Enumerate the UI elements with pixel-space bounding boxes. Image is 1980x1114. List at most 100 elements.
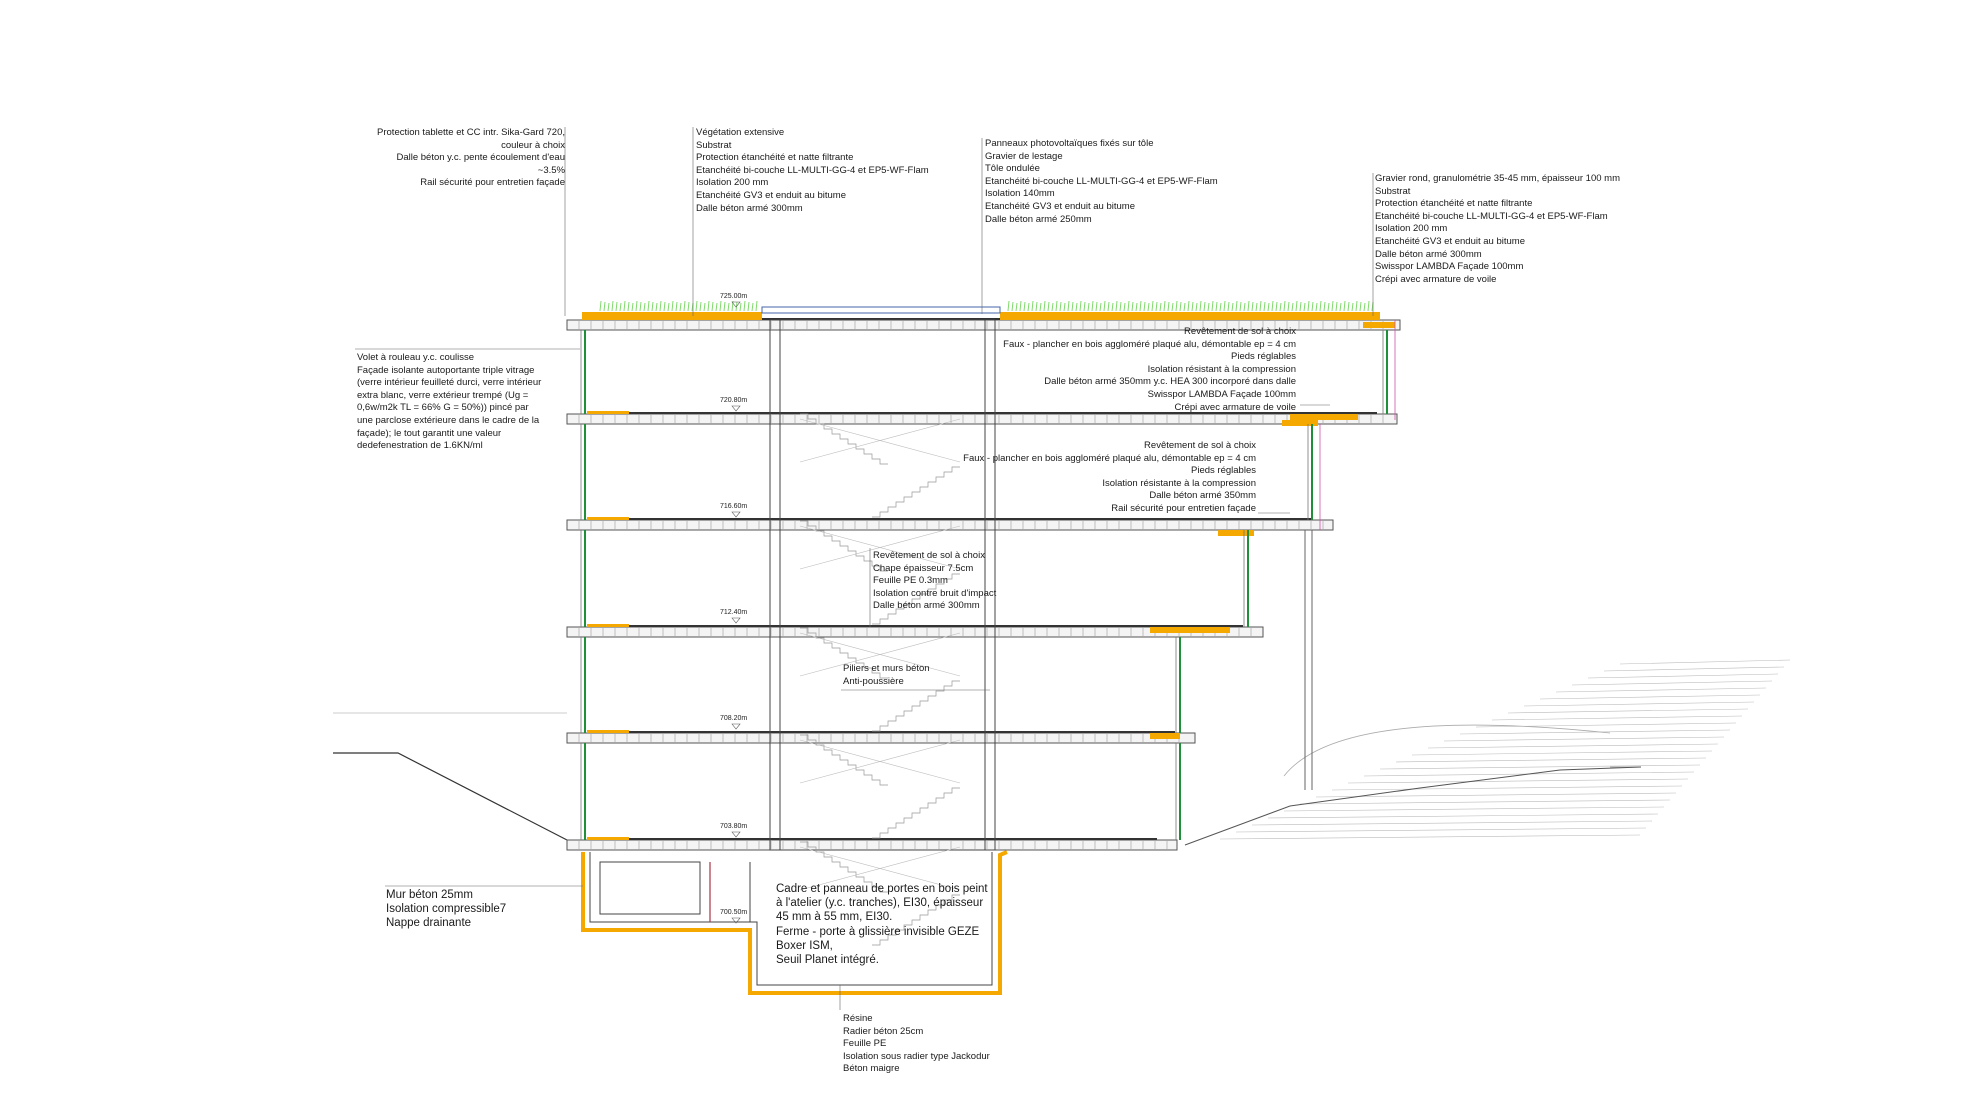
note-line: Etanchéité GV3 et enduit au bitume	[985, 200, 1135, 212]
note-line: Nappe drainante	[386, 917, 472, 930]
note-line: Isolation sous radier type Jackodur	[843, 1050, 990, 1062]
terrain-hatch	[1283, 806, 1665, 812]
vegetation-blade	[695, 300, 698, 312]
vegetation-blade	[1079, 300, 1082, 312]
vegetation-blade	[1271, 300, 1274, 312]
vegetation-blade	[1287, 301, 1290, 312]
insulation-strip	[587, 517, 629, 520]
vegetation-blade	[1351, 302, 1354, 312]
vegetation-blade	[607, 302, 610, 312]
vegetation-blade	[1027, 302, 1030, 312]
terrain-hatch	[1379, 764, 1701, 770]
vegetation-blade	[1119, 301, 1122, 312]
stair-flight	[800, 413, 888, 465]
terrain-hatch	[1299, 799, 1671, 805]
note-line: Seuil Planet intégré.	[776, 954, 879, 967]
vegetation-blade	[687, 301, 690, 312]
vegetation-blade	[1327, 302, 1330, 312]
edge-insulation	[1218, 530, 1254, 536]
vegetation-blade	[1007, 300, 1010, 312]
basement-insulation	[581, 850, 1008, 995]
slab-720	[566, 413, 1398, 425]
vegetation-blade	[647, 300, 650, 312]
terrain-hatch	[1251, 820, 1653, 826]
level-marker-icon	[731, 301, 741, 308]
terrain-hatch	[1395, 757, 1707, 763]
vegetation-blade	[1215, 301, 1218, 312]
level-label: 700.50m	[720, 909, 747, 916]
vegetation-blade	[1147, 302, 1150, 312]
terrain-hatch	[1427, 743, 1719, 749]
stair-flight	[872, 894, 960, 946]
vegetation-blade	[1247, 300, 1250, 312]
note-line: Etanchéité bi-couche LL-MULTI-GG-4 et EP…	[1375, 210, 1608, 222]
vegetation-blade	[611, 300, 614, 312]
vegetation-blade	[743, 300, 746, 312]
note-line: extra blanc, verre extérieur trempé (Ug …	[357, 389, 529, 401]
vegetation-blade	[1335, 301, 1338, 312]
vegetation-blade	[703, 302, 706, 312]
vegetation-blade	[1067, 300, 1070, 312]
note-line: Etanchéité bi-couche LL-MULTI-GG-4 et EP…	[985, 175, 1218, 187]
vegetation-blade	[727, 302, 730, 312]
vegetation-blade	[755, 300, 758, 312]
vegetation-blade	[723, 301, 726, 312]
vegetation-blade	[1323, 301, 1326, 312]
vegetation-blade	[679, 302, 682, 312]
basement-wall	[589, 852, 993, 986]
level-marker-icon	[731, 831, 741, 838]
gravel-roof-insulation	[1000, 312, 1380, 320]
stair-flight	[800, 734, 888, 786]
vegetation-blade	[1203, 301, 1206, 312]
level-label: 720.80m	[720, 397, 747, 404]
note-line: Isolation compressible7	[386, 903, 507, 916]
note-line: Protection tablette et CC intr. Sika-Gar…	[377, 127, 565, 138]
vegetation-blade	[1339, 302, 1342, 312]
vegetation-blade	[1251, 301, 1254, 312]
edge-insulation	[1150, 627, 1230, 633]
vegetation-blade	[719, 300, 722, 312]
vegetation-blade	[623, 300, 626, 312]
vegetation-blade	[1315, 302, 1318, 312]
vegetation-blade	[1099, 302, 1102, 312]
vegetation-blade	[1331, 300, 1334, 312]
vegetation-blade	[1307, 300, 1310, 312]
vegetation-blade	[1155, 301, 1158, 312]
stair-flight	[872, 680, 960, 732]
note-line: Dalle béton y.c. pente écoulement d'eau	[396, 152, 565, 164]
insulation-strip	[587, 730, 629, 733]
note-line: façade); le tout garantit une valeur	[357, 427, 502, 439]
vegetation-blade	[599, 300, 602, 312]
vegetation-blade	[1095, 301, 1098, 312]
note-line: couleur à choix	[501, 139, 565, 151]
level-marker-icon	[731, 511, 741, 518]
note-line: Crépi avec armature de voile	[1174, 401, 1296, 413]
note-line: Substrat	[696, 139, 732, 151]
note-line: Protection étanchéité et natte filtrante	[696, 152, 854, 164]
vegetation-blade	[1207, 302, 1210, 312]
vegetation-blade	[1071, 301, 1074, 312]
level-label: 712.40m	[720, 609, 747, 616]
terrain-hatch	[1235, 827, 1647, 833]
edge-insulation	[1150, 733, 1180, 739]
level-marker-icon	[731, 723, 741, 730]
vegetation-blade	[643, 302, 646, 312]
vegetation-blade	[1259, 300, 1262, 312]
vegetation-blade	[1087, 302, 1090, 312]
vegetation-blade	[631, 302, 634, 312]
vegetation-blade	[1211, 300, 1214, 312]
vegetation-blade	[671, 300, 674, 312]
vegetation-blade	[1343, 300, 1346, 312]
note-line: Rail sécurité pour entretien façade	[1111, 502, 1256, 514]
note-line: Panneaux photovoltaïques fixés sur tôle	[985, 138, 1154, 149]
vegetation-blade	[1083, 301, 1086, 312]
terrain-hatch	[1587, 673, 1779, 679]
vegetation-blade	[711, 301, 714, 312]
note-line: Feuille PE 0.3mm	[873, 575, 948, 587]
note-line: Protection étanchéité et natte filtrante	[1375, 198, 1533, 210]
note-line: Revêtement de sol à choix	[1184, 326, 1296, 337]
vegetation-blade	[651, 301, 654, 312]
note-line: Tôle ondulée	[985, 163, 1040, 175]
vegetation-blade	[1059, 301, 1062, 312]
note-line: Isolation contre bruit d'impact	[873, 587, 997, 599]
